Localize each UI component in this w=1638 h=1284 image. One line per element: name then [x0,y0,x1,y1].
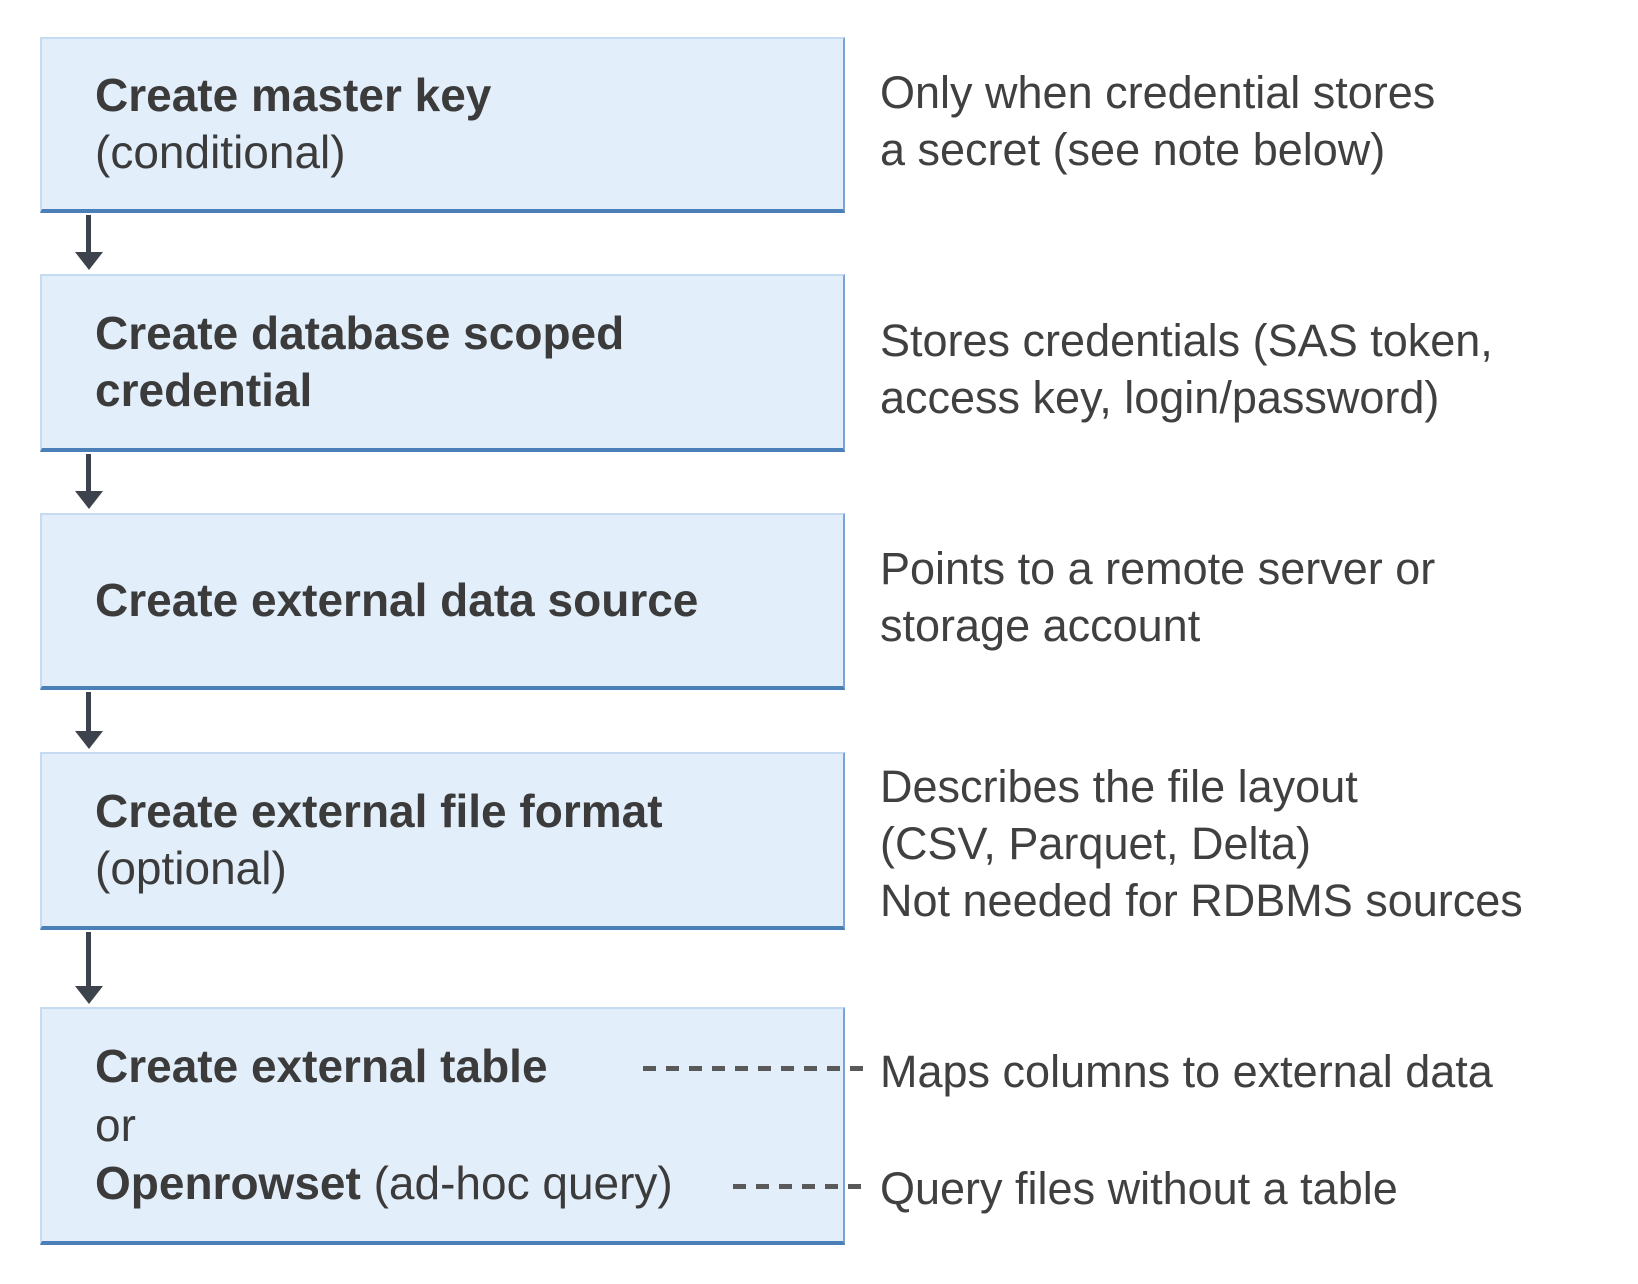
step-subtitle: (conditional) [95,126,346,178]
dashed-connector-openrowset [733,1184,868,1189]
dashed-connector-external-table [643,1066,868,1071]
step-box-create-master-key: Create master key (conditional) [40,37,845,213]
step-title: Create external data source [95,573,699,626]
note-line: Describes the file layout [880,761,1358,812]
step-box-create-database-scoped-credential: Create database scoped credential [40,274,845,452]
note-external-table: Maps columns to external data [880,1046,1493,1097]
note-external-data-source: Points to a remote server or storage acc… [880,540,1435,654]
step-title-line: Create external table [95,1037,819,1096]
step-openrowset-line: Openrowset (ad-hoc query) [95,1154,819,1213]
step-title-rest: (ad-hoc query) [360,1157,673,1210]
arrow-down-icon [86,932,91,987]
note-line: Stores credentials (SAS token, [880,315,1493,366]
note-line: a secret (see note below) [880,124,1386,176]
note-external-file-format: Describes the file layout (CSV, Parquet,… [880,758,1523,929]
arrow-down-icon [86,215,91,253]
note-line: Not needed for RDBMS sources [880,875,1523,927]
note-line: access key, login/password) [880,372,1440,424]
note-line: Only when credential stores [880,67,1436,118]
step-or-line: or [95,1098,136,1151]
step-subtitle: (optional) [95,842,287,894]
note-line: storage account [880,600,1201,652]
step-title: Create database scoped credential [95,306,625,416]
step-box-create-external-data-source: Create external data source [40,513,845,690]
arrow-down-icon [86,454,91,492]
note-database-scoped-credential: Stores credentials (SAS token, access ke… [880,312,1493,426]
note-line: (CSV, Parquet, Delta) [880,818,1312,870]
step-box-create-external-table-or-openrowset: Create external table or Openrowset (ad-… [40,1007,845,1245]
note-master-key: Only when credential stores a secret (se… [880,64,1435,178]
step-title: Create master key [95,68,492,121]
arrow-down-icon [86,692,91,732]
step-box-create-external-file-format: Create external file format (optional) [40,752,845,930]
step-title-bold: Openrowset [95,1157,361,1210]
step-title: Create external file format [95,784,663,837]
note-line: Points to a remote server or [880,543,1436,594]
note-openrowset: Query files without a table [880,1163,1398,1214]
step-title-bold: Create external table [95,1039,548,1092]
